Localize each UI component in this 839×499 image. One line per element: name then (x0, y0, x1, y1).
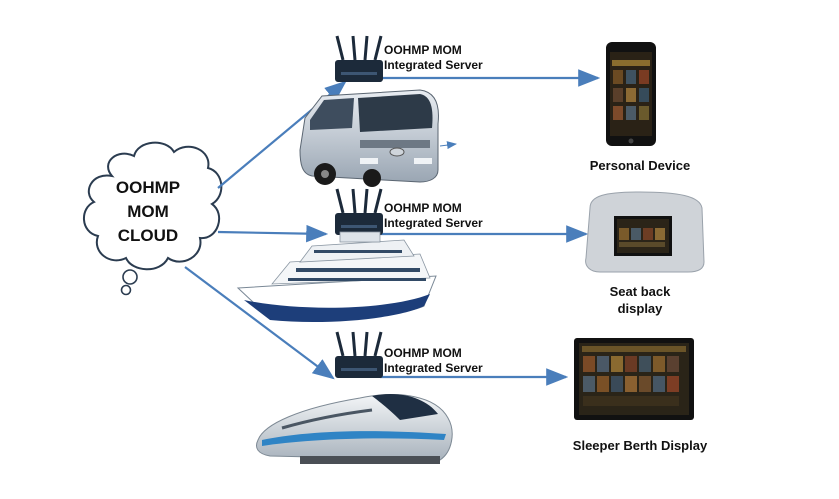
server-label-line2: Integrated Server (384, 361, 483, 375)
server-label-line2: Integrated Server (384, 216, 483, 230)
device-label-line2: display (617, 301, 663, 316)
bus-icon (299, 89, 439, 187)
device-label-line1: Seat back (609, 284, 671, 299)
server-label-line1: OOHMP MOM (384, 43, 462, 57)
server-label-line2: Integrated Server (384, 58, 483, 72)
device-label-sleeper: Sleeper Berth Display (572, 438, 708, 453)
cloud-label-line: CLOUD (117, 226, 179, 245)
arrows (184, 69, 601, 386)
router-icon (335, 188, 383, 235)
phone-icon (606, 42, 656, 146)
cloud-icon (83, 141, 223, 296)
ship-icon (236, 231, 437, 323)
cloud-label-line: OOHMP (115, 178, 181, 197)
device-label-personal: Personal Device (589, 158, 691, 173)
arrow-cloud-to-train (184, 266, 335, 380)
monitor-icon (574, 338, 694, 420)
train-icon (256, 394, 453, 464)
server-label-ship: OOHMP MOM Integrated Server (384, 201, 483, 231)
arrow-cloud-to-ship (217, 224, 329, 243)
server-label-train: OOHMP MOM Integrated Server (384, 346, 483, 376)
router-icon (335, 331, 383, 378)
router-icon (335, 35, 383, 82)
server-label-line1: OOHMP MOM (384, 201, 462, 215)
cloud-label-line: MOM (127, 202, 169, 221)
device-label-seatback: Seat back display (580, 283, 700, 317)
cloud-label: OOHMP MOM CLOUD (88, 176, 208, 248)
server-label-line1: OOHMP MOM (384, 346, 462, 360)
server-label-bus: OOHMP MOM Integrated Server (384, 43, 483, 73)
arrow-small (439, 141, 457, 150)
seatback-icon (585, 191, 705, 273)
